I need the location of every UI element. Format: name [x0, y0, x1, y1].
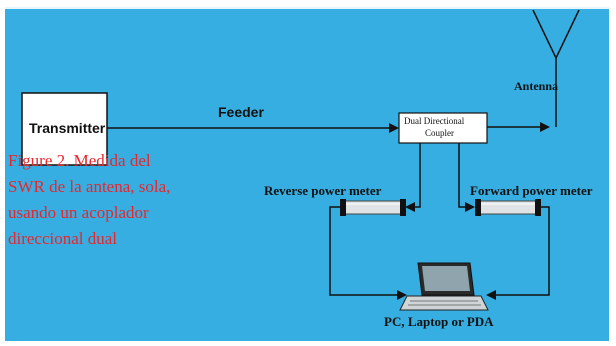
caption-line: usando un acoplador: [8, 203, 149, 222]
transmitter-label: Transmitter: [29, 120, 106, 136]
figure-caption: Figure 2. Medida del SWR de la antena, s…: [8, 148, 198, 252]
forward-port-line: [458, 143, 475, 212]
reverse-meter-icon: [340, 199, 406, 216]
antenna-label: Antenna: [514, 79, 559, 93]
forward-meter-icon: [475, 199, 541, 216]
coupler-label-line1: Dual Directional: [404, 116, 465, 126]
feeder-label: Feeder: [218, 104, 264, 120]
coupler-box: [398, 112, 488, 144]
diagram-panel: [5, 7, 609, 341]
reverse-meter-label: Reverse power meter: [264, 183, 382, 198]
computer-label: PC, Laptop or PDA: [384, 314, 494, 329]
antenna-icon: [532, 9, 580, 127]
forward-meter-to-pc-line: [486, 206, 550, 300]
reverse-port-line: [405, 143, 421, 212]
transmitter-box: [21, 92, 108, 166]
coupler-label-line2: Coupler: [425, 128, 454, 138]
caption-line: Figure 2. Medida del: [8, 151, 151, 170]
caption-line: SWR de la antena, sola,: [8, 177, 171, 196]
laptop-icon: [399, 262, 489, 311]
reverse-meter-to-pc-line: [329, 206, 407, 300]
forward-meter-label: Forward power meter: [470, 183, 593, 198]
caption-line: direccional dual: [8, 229, 118, 248]
